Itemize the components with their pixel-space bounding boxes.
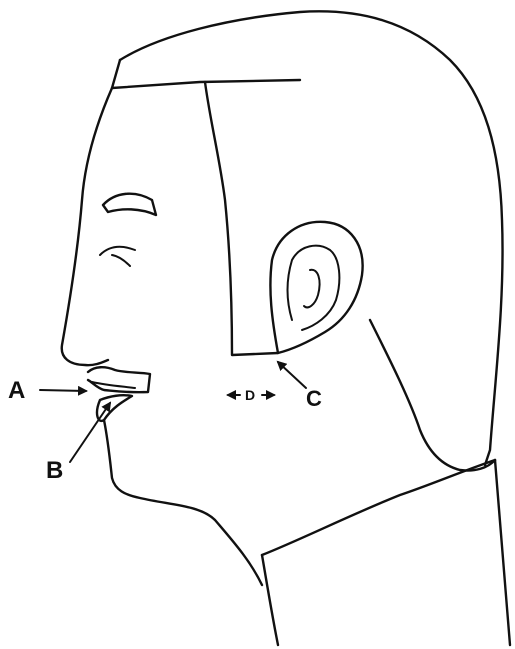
label-b: B [46,457,63,484]
neck-back [370,320,495,471]
collar [262,460,495,555]
eye-lash [112,255,130,266]
ear-inner [288,246,340,330]
ear-outer [270,222,362,353]
label-a: A [8,377,25,404]
shirt-line [495,460,510,645]
eyebrow [103,194,156,215]
label-c: C [306,386,322,411]
sideburn-line [205,82,278,355]
arrow-a [40,390,86,391]
collar-front [262,555,278,645]
label-d: D [245,387,255,403]
ear-canal [304,270,320,308]
lower-lip [97,395,132,421]
arrow-b [70,403,110,462]
arrow-c [278,362,306,388]
chin-jaw [104,420,262,585]
upper-lip [88,367,150,392]
eye [100,247,135,255]
face-profile [62,88,112,365]
